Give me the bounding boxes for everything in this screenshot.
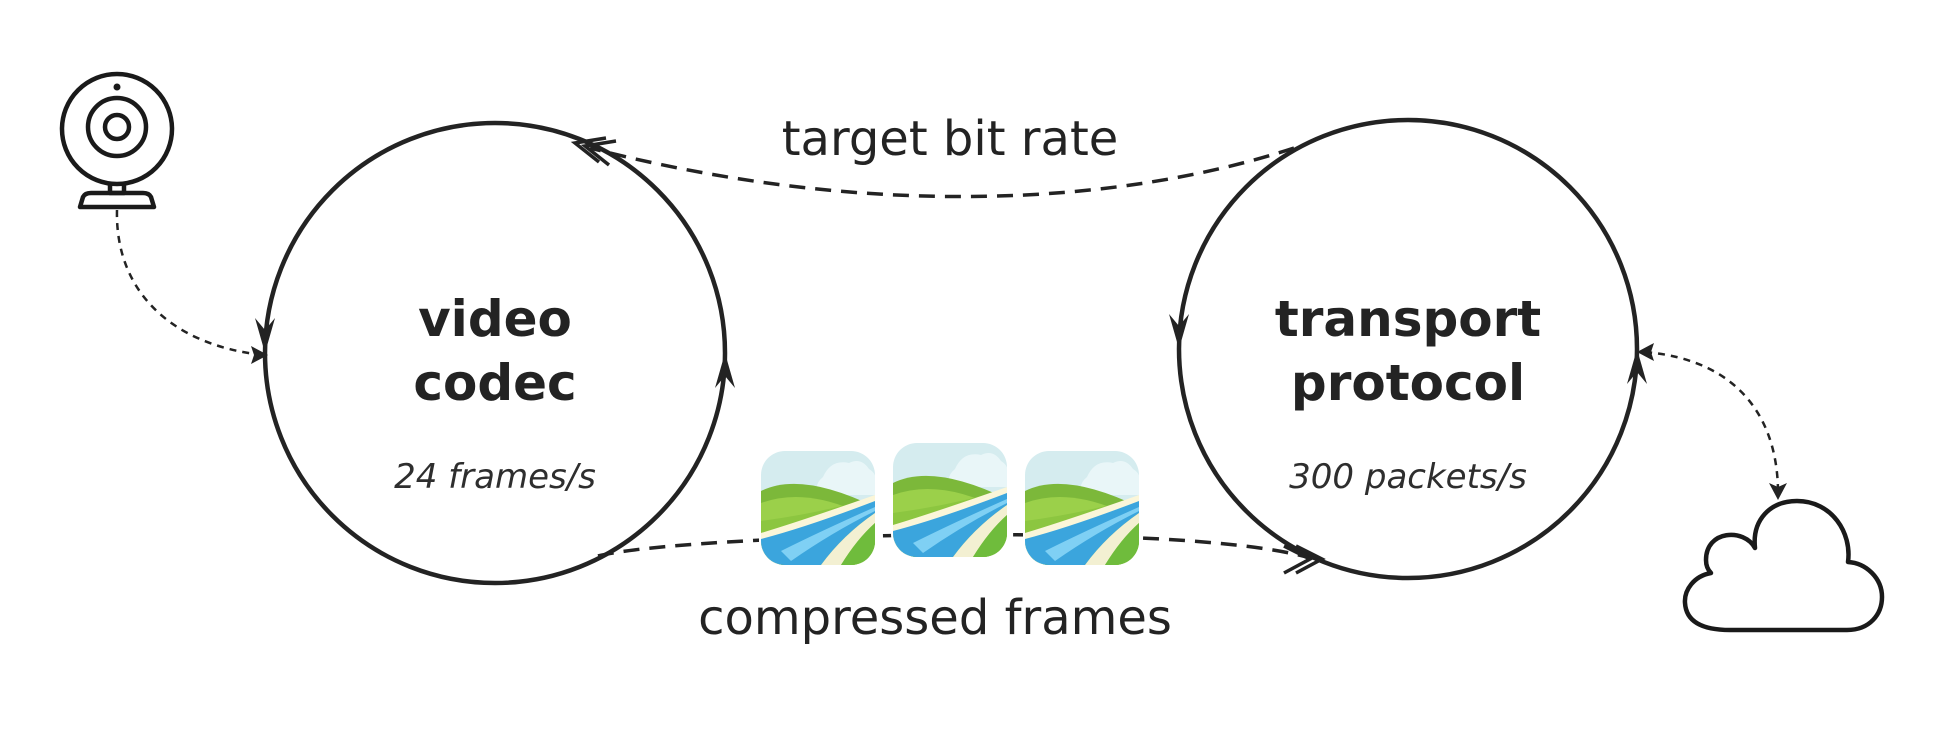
video-codec-title-line2: codec	[413, 354, 576, 412]
transport-protocol-rate: 300 packets/s	[1289, 457, 1527, 497]
transport-loop-arrowhead-right	[1627, 349, 1647, 384]
compressed-frames-label: compressed frames	[698, 590, 1172, 646]
transport-loop-arrowhead-left	[1169, 314, 1189, 349]
transport-protocol-node: transport protocol 300 packets/s	[1169, 117, 1647, 581]
webcam-to-codec-edge	[115, 209, 264, 357]
compressed-frame-3	[1023, 449, 1141, 567]
video-codec-title-line1: video	[418, 290, 572, 348]
cloud-edge-arrowhead-cloud	[1769, 483, 1787, 500]
video-codec-rate: 24 frames/s	[394, 457, 596, 497]
target-bit-rate-arrowhead	[570, 136, 617, 167]
codec-loop-arrowhead-left	[255, 318, 275, 353]
compressed-frame-1	[759, 449, 877, 567]
target-bit-rate-label: target bit rate	[782, 111, 1119, 167]
video-codec-node: video codec 24 frames/s	[255, 120, 735, 586]
compressed-frame-2	[891, 441, 1009, 559]
compressed-frames-arrowhead	[1283, 544, 1326, 575]
webcam-edge-arrowhead	[251, 346, 268, 364]
cloud-edge-arrowhead-transport	[1637, 343, 1654, 361]
webcam-icon	[59, 71, 175, 210]
codec-loop-arrowhead-right	[715, 353, 735, 388]
cloud-icon	[1682, 498, 1885, 633]
cloud-to-transport-edge	[1644, 350, 1780, 494]
transport-protocol-title-line2: protocol	[1291, 354, 1525, 412]
transport-protocol-title-line1: transport	[1275, 290, 1541, 348]
target-bit-rate-edge	[589, 146, 1295, 199]
